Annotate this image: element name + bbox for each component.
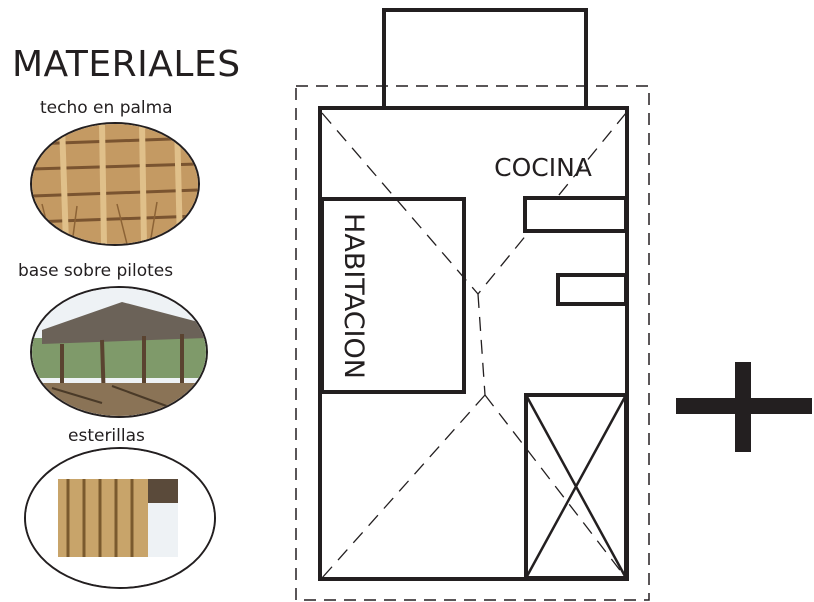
bamboo-mat-label: esterillas — [68, 426, 145, 446]
kitchen-counter — [556, 273, 628, 306]
thatched-palm-roof-icon — [32, 124, 198, 244]
kitchen-counter — [523, 196, 628, 233]
palm-roof-label: techo en palma — [40, 98, 173, 118]
bamboo-mat-icon — [26, 449, 214, 587]
materials-title: MATERIALES — [12, 44, 241, 85]
annex-room — [382, 8, 588, 110]
stilt-base-label: base sobre pilotes — [18, 261, 174, 281]
bamboo-mat-photo — [24, 447, 216, 589]
stilt-base-icon — [32, 288, 206, 416]
bedroom-label: HABITACION — [338, 213, 369, 379]
plus-icon — [676, 362, 812, 452]
palm-roof-photo — [30, 122, 200, 246]
roof-outline — [295, 85, 650, 601]
stilt-base-photo — [30, 286, 208, 418]
kitchen-label: COCINA — [494, 153, 592, 182]
stair-void — [524, 393, 628, 580]
bedroom-room — [320, 197, 466, 394]
